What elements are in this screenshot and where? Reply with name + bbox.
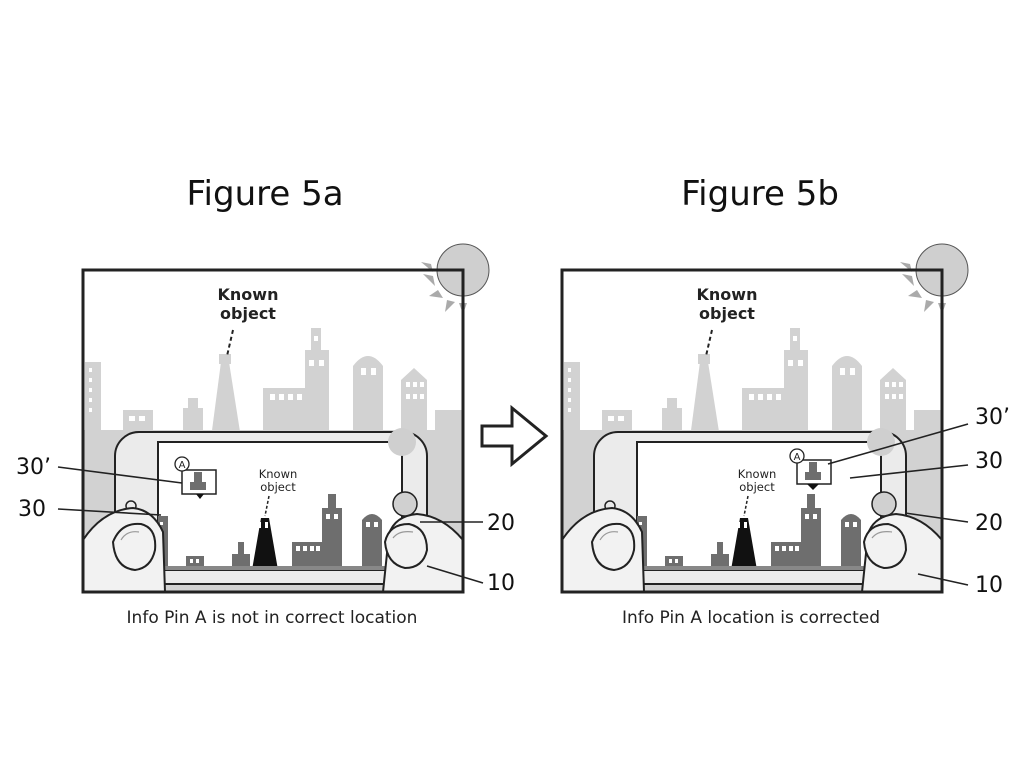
screen-known-label-line2: object [260, 480, 296, 494]
right-arrow-icon [482, 408, 546, 464]
known-object-label-line1: Known [218, 285, 279, 304]
figure-caption: Info Pin A location is corrected [622, 608, 880, 628]
scene-panel: Known object Known object [83, 244, 489, 592]
figure-5a: Figure 5a Known object Known objec [16, 174, 515, 628]
home-button [393, 492, 417, 516]
screen-known-label-line1: Known [738, 467, 777, 481]
scene-panel: Known object Known object [562, 244, 968, 592]
known-object-label-line2: object [220, 304, 276, 323]
ref-10: 10 [487, 571, 515, 596]
pin-letter: A [794, 452, 801, 463]
figure-caption: Info Pin A is not in correct location [127, 608, 418, 628]
figure-title: Figure 5b [681, 174, 839, 214]
pin-letter: A [179, 460, 186, 471]
ref-20: 20 [487, 511, 515, 536]
home-button [872, 492, 896, 516]
ref-30: 30 [975, 449, 1003, 474]
screen-known-label-line1: Known [259, 467, 298, 481]
ref-30-prime: 30’ [975, 405, 1010, 430]
ref-10: 10 [975, 573, 1003, 598]
figure-5b: Figure 5b Known object Known object [562, 174, 1010, 628]
known-object-label-line2: object [699, 304, 755, 323]
figure-title: Figure 5a [186, 174, 343, 214]
ref-30: 30 [18, 497, 46, 522]
screen-known-label-line2: object [739, 480, 775, 494]
ref-30-prime: 30’ [16, 455, 51, 480]
ref-20: 20 [975, 511, 1003, 536]
known-object-label-line1: Known [697, 285, 758, 304]
